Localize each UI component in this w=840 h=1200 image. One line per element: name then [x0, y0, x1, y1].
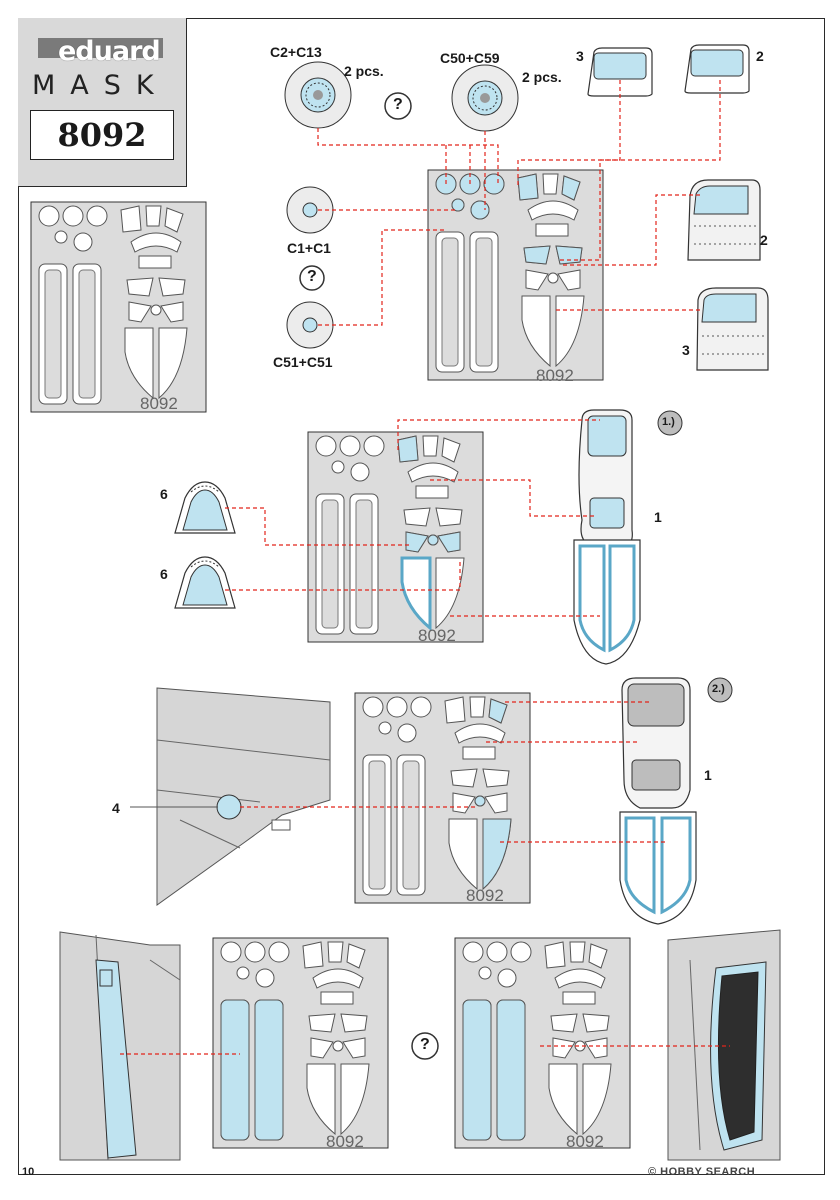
mask-sheet-step-a — [427, 169, 604, 381]
mask-sheet-step-d — [212, 937, 389, 1149]
label-part-6-b: 6 — [160, 566, 168, 582]
canopy-top-view-1 — [573, 409, 641, 665]
sheet-code-c: 8092 — [466, 886, 504, 905]
fuselage-right-panel — [667, 929, 781, 1161]
step-badge-1 — [657, 410, 683, 436]
product-code: 8092 — [30, 110, 174, 160]
label-2pcs-a: 2 pcs. — [344, 63, 384, 79]
label-question-2: ? — [307, 268, 317, 285]
logo-bar — [38, 38, 163, 58]
hub-c51-c51 — [286, 301, 334, 349]
arch-part-6b — [174, 556, 236, 609]
label-c51-c51: C51+C51 — [273, 354, 333, 370]
mask-sheet-step-b — [307, 431, 484, 643]
label-part-3-top: 3 — [576, 48, 584, 64]
step-badge-2 — [707, 677, 733, 703]
label-c2-c13: C2+C13 — [270, 44, 322, 60]
sheet-code-d: 8092 — [326, 1132, 364, 1151]
sheet-code-e: 8092 — [566, 1132, 604, 1151]
label-question-3: ? — [420, 1036, 430, 1053]
mask-sheet-reference — [30, 201, 207, 413]
canopy-top-view-2 — [619, 677, 697, 925]
brand-logo-panel: eduard MASK 8092 — [18, 18, 187, 187]
door-part-2 — [687, 179, 761, 261]
label-part-3-door: 3 — [682, 342, 690, 358]
question-circle-3 — [411, 1032, 439, 1060]
wheel-c50-c59 — [451, 64, 519, 132]
step-label-1: 1.) — [662, 416, 675, 428]
watermark: © HOBBY SEARCH — [648, 1166, 756, 1178]
label-part-4: 4 — [112, 800, 120, 816]
product-line: MASK — [32, 70, 169, 101]
brand-word: eduard — [58, 36, 161, 67]
label-c1-c1: C1+C1 — [287, 240, 331, 256]
mask-sheet-step-e — [454, 937, 631, 1149]
label-part-2-top: 2 — [756, 48, 764, 64]
mask-sheet-step-c — [354, 692, 531, 904]
wheel-c2-c13 — [284, 61, 352, 129]
door-part-3 — [696, 287, 769, 371]
sheet-code-ref: 8092 — [140, 394, 178, 413]
label-part-6-a: 6 — [160, 486, 168, 502]
fuselage-left-panel — [59, 931, 181, 1161]
label-part-1-b: 1 — [704, 767, 712, 783]
label-question-1: ? — [393, 96, 403, 113]
label-2pcs-b: 2 pcs. — [522, 69, 562, 85]
page-number: 10 — [22, 1166, 35, 1178]
label-part-1-a: 1 — [654, 509, 662, 525]
question-circle-1 — [384, 92, 412, 120]
canopy-window-2 — [684, 44, 750, 94]
hub-c1-c1 — [286, 186, 334, 234]
step-label-2: 2.) — [712, 683, 725, 695]
leader-lines — [120, 80, 730, 1055]
question-circle-2 — [299, 265, 325, 291]
label-c50-c59: C50+C59 — [440, 50, 500, 66]
page-frame — [18, 18, 825, 1175]
sheet-code-a: 8092 — [536, 366, 574, 385]
sheet-code-b: 8092 — [418, 626, 456, 645]
wing-panel — [156, 687, 331, 906]
label-part-2-door: 2 — [760, 232, 768, 248]
